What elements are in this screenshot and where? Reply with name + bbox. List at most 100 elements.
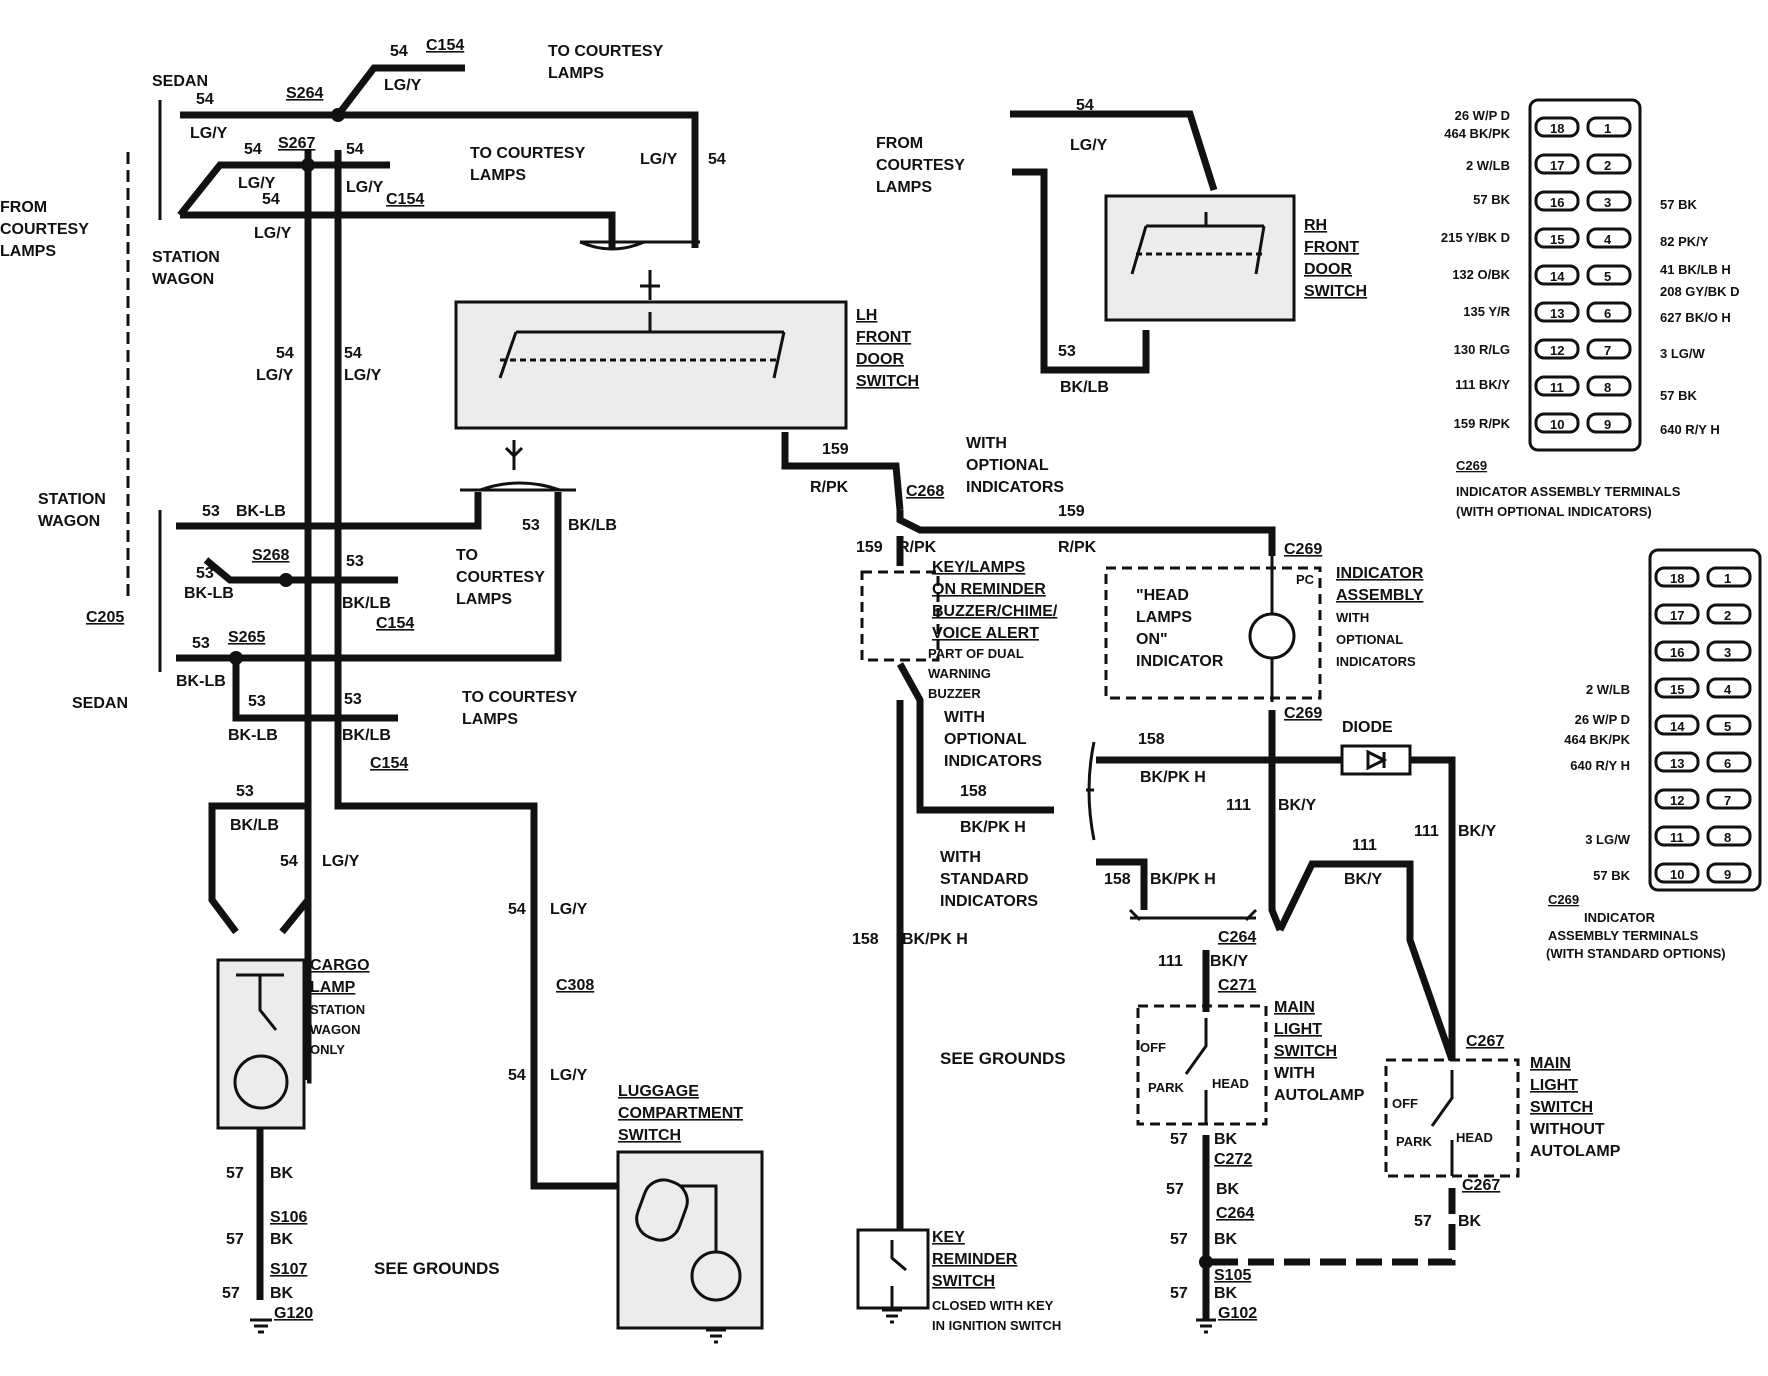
label-lh-2: FRONT xyxy=(856,329,911,346)
svg-text:G102: G102 xyxy=(1218,1305,1257,1322)
splice-s268 xyxy=(279,573,293,587)
svg-text:WARNING: WARNING xyxy=(928,666,991,681)
label-to-courtesy-2a: TO COURTESY xyxy=(470,145,586,162)
svg-text:54: 54 xyxy=(390,43,408,60)
svg-text:IN IGNITION SWITCH: IN IGNITION SWITCH xyxy=(932,1318,1061,1333)
opt-pin-18 xyxy=(1534,116,1580,138)
std-pin-label: 15 xyxy=(1670,682,1684,697)
opt-pin-6 xyxy=(1586,301,1632,323)
label-c205: C205 xyxy=(86,609,124,626)
opt-right-label: 640 R/Y H xyxy=(1660,422,1720,437)
svg-text:WITH: WITH xyxy=(966,435,1007,452)
svg-text:STANDARD: STANDARD xyxy=(940,871,1029,888)
svg-text:INDICATORS: INDICATORS xyxy=(940,893,1038,910)
opt-pin-3 xyxy=(1586,190,1632,212)
label-to-courtesy-4a: TO COURTESY xyxy=(462,689,578,706)
label-station-wagon-top-2: WAGON xyxy=(152,271,214,288)
svg-text:SWITCH: SWITCH xyxy=(1530,1099,1593,1116)
label-c267-b: C267 xyxy=(1462,1177,1500,1194)
svg-text:OFF: OFF xyxy=(1392,1096,1418,1111)
svg-text:ASSEMBLY TERMINALS: ASSEMBLY TERMINALS xyxy=(1548,928,1699,943)
std-pin-17 xyxy=(1654,603,1700,625)
label-s268: S268 xyxy=(252,547,289,564)
label-sedan-top: SEDAN xyxy=(152,73,208,90)
opt-right-label: 3 LG/W xyxy=(1660,346,1706,361)
label-station-wagon-top-1: STATION xyxy=(152,249,220,266)
label-c308: C308 xyxy=(556,977,594,994)
label-from-courtesy-3: LAMPS xyxy=(0,243,56,260)
svg-text:57: 57 xyxy=(226,1231,244,1248)
svg-text:BK/Y: BK/Y xyxy=(1344,871,1383,888)
svg-text:54: 54 xyxy=(344,345,362,362)
svg-text:R/PK: R/PK xyxy=(1058,539,1097,556)
rh-front-door-switch xyxy=(1104,194,1296,322)
svg-text:SWITCH: SWITCH xyxy=(932,1273,995,1290)
std-pin-label: 4 xyxy=(1724,682,1732,697)
svg-text:53: 53 xyxy=(196,565,214,582)
label-lh-3: DOOR xyxy=(856,351,904,368)
std-pin-15 xyxy=(1654,677,1700,699)
svg-text:159: 159 xyxy=(1058,503,1085,520)
svg-text:BK: BK xyxy=(1214,1131,1238,1148)
label-c154-a: C154 xyxy=(426,37,464,54)
std-pin-18 xyxy=(1654,566,1700,588)
svg-text:57: 57 xyxy=(226,1165,244,1182)
svg-text:(WITH OPTIONAL INDICATORS): (WITH OPTIONAL INDICATORS) xyxy=(1456,504,1652,519)
svg-text:SWITCH: SWITCH xyxy=(618,1127,681,1144)
svg-text:BK: BK xyxy=(270,1165,294,1182)
svg-text:BK: BK xyxy=(270,1285,294,1302)
svg-text:BK-LB: BK-LB xyxy=(228,727,278,744)
svg-text:BK/Y: BK/Y xyxy=(1458,823,1497,840)
diode xyxy=(1340,744,1412,776)
opt-pin-15 xyxy=(1534,227,1580,249)
opt-pin-label: 5 xyxy=(1604,269,1611,284)
svg-text:S107: S107 xyxy=(270,1261,307,1278)
label-to-courtesy-3a: TO xyxy=(456,547,478,564)
svg-text:INDICATORS: INDICATORS xyxy=(1336,654,1416,669)
svg-text:BK-LB: BK-LB xyxy=(236,503,286,520)
opt-pin-label: 17 xyxy=(1550,158,1564,173)
std-left-label: 464 BK/PK xyxy=(1564,732,1630,747)
std-left-label: 57 BK xyxy=(1593,868,1630,883)
label-c264-a: C264 xyxy=(1218,929,1256,946)
opt-pin-8 xyxy=(1586,375,1632,397)
svg-text:54: 54 xyxy=(276,345,294,362)
std-left-label: 3 LG/W xyxy=(1585,832,1631,847)
svg-text:INDICATOR: INDICATOR xyxy=(1584,910,1656,925)
std-pin-10 xyxy=(1654,862,1700,884)
svg-text:BK/LB: BK/LB xyxy=(568,517,617,534)
svg-text:ASSEMBLY: ASSEMBLY xyxy=(1336,587,1424,604)
opt-pin-label: 4 xyxy=(1604,232,1612,247)
svg-text:WITH: WITH xyxy=(944,709,985,726)
opt-pin-label: 10 xyxy=(1550,417,1564,432)
svg-text:HEAD: HEAD xyxy=(1212,1076,1249,1091)
svg-text:111: 111 xyxy=(1158,953,1183,970)
svg-text:57: 57 xyxy=(1170,1231,1188,1248)
svg-text:LG/Y: LG/Y xyxy=(550,1067,588,1084)
label-rh-3: DOOR xyxy=(1304,261,1352,278)
svg-text:BK/LB: BK/LB xyxy=(230,817,279,834)
std-pin-16 xyxy=(1654,640,1700,662)
std-pin-8 xyxy=(1706,825,1752,847)
std-pin-label: 3 xyxy=(1724,645,1731,660)
std-pin-label: 1 xyxy=(1724,571,1731,586)
svg-text:S105: S105 xyxy=(1214,1267,1251,1284)
splice-s105 xyxy=(1199,1255,1213,1269)
label-c154-d: C154 xyxy=(370,755,408,772)
svg-text:BK/PK H: BK/PK H xyxy=(960,819,1026,836)
label-s265: S265 xyxy=(228,629,265,646)
opt-left-label: 130 R/LG xyxy=(1454,342,1510,357)
opt-pin-label: 9 xyxy=(1604,417,1611,432)
label-to-courtesy-1a: TO COURTESY xyxy=(548,43,664,60)
opt-pin-1 xyxy=(1586,116,1632,138)
svg-text:LG/Y: LG/Y xyxy=(238,175,276,192)
svg-text:53: 53 xyxy=(522,517,540,534)
svg-text:54: 54 xyxy=(1076,97,1094,114)
std-pin-6 xyxy=(1706,751,1752,773)
opt-left-label: 111 BK/Y xyxy=(1455,377,1510,392)
svg-text:53: 53 xyxy=(346,553,364,570)
std-pin-label: 16 xyxy=(1670,645,1684,660)
svg-text:BK/LB: BK/LB xyxy=(1060,379,1109,396)
std-pin-label: 9 xyxy=(1724,867,1731,882)
